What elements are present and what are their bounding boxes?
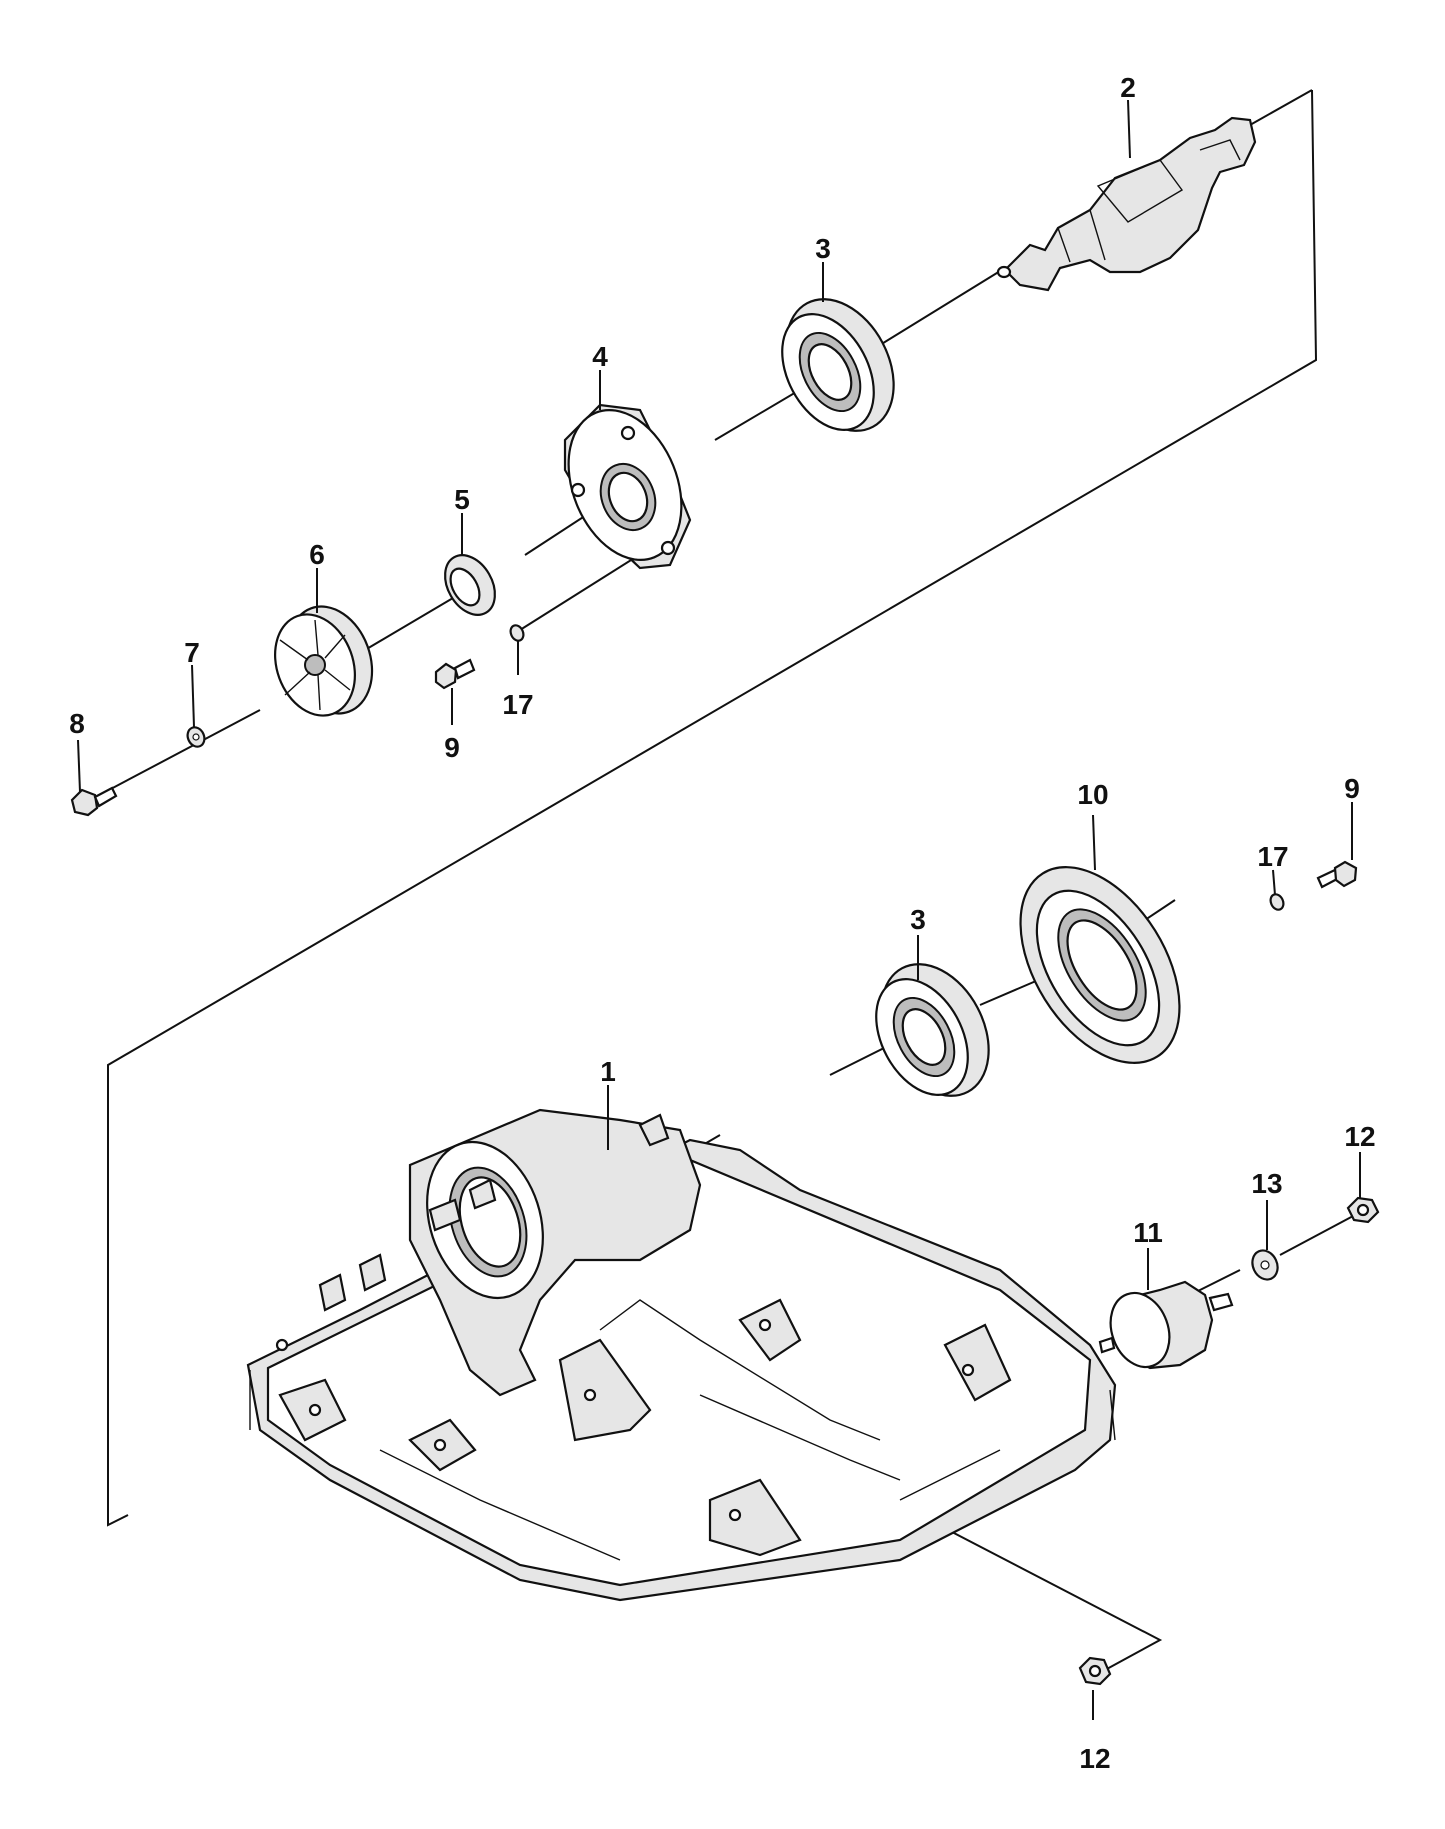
group-frame — [107, 89, 1318, 1527]
label-part-10: 10 — [1077, 779, 1108, 810]
screw-9-right — [1316, 860, 1358, 889]
label-part-7: 7 — [184, 637, 200, 668]
label-part-1: 1 — [600, 1056, 616, 1087]
nut-12-bottom — [1078, 1656, 1112, 1686]
label-part-13: 13 — [1251, 1168, 1282, 1199]
seal-ring — [444, 554, 496, 616]
armature-shaft — [996, 116, 1257, 292]
base-plate — [246, 1108, 1117, 1602]
label-part-4: 4 — [592, 341, 608, 372]
label-part-8: 8 — [69, 708, 85, 739]
label-part-2: 2 — [1120, 72, 1136, 103]
washer-17-right — [1269, 893, 1285, 911]
bearing-bottom — [875, 963, 990, 1097]
leader-lines — [77, 99, 1361, 1290]
label-part-3-bottom: 3 — [910, 904, 926, 935]
label-part-11: 11 — [1133, 1217, 1163, 1248]
washer-13 — [1251, 1249, 1279, 1281]
label-part-6: 6 — [309, 539, 325, 570]
label-part-17-right: 17 — [1257, 841, 1288, 872]
bearing-housing — [1019, 866, 1181, 1064]
label-part-9-top: 9 — [444, 732, 460, 763]
group-frame-top — [1249, 89, 1313, 126]
screw-9-top — [434, 658, 476, 690]
label-part-12-bottom: 12 — [1079, 1743, 1110, 1774]
label-part-17-top: 17 — [502, 689, 533, 720]
pulley — [274, 605, 374, 717]
nut-12-right — [1346, 1196, 1380, 1224]
label-part-9-right: 9 — [1344, 773, 1360, 804]
bearing-top — [781, 298, 895, 432]
bolt-8 — [70, 786, 118, 817]
label-part-12-right: 12 — [1344, 1121, 1375, 1152]
label-part-5: 5 — [454, 484, 470, 515]
washer-7 — [186, 726, 206, 748]
washer-17-top — [509, 624, 525, 642]
rubber-mount — [1098, 1280, 1234, 1370]
label-part-3-top: 3 — [815, 233, 831, 264]
axis-line-bottom-nut — [899, 1504, 1163, 1671]
bearing-cover — [563, 403, 692, 570]
